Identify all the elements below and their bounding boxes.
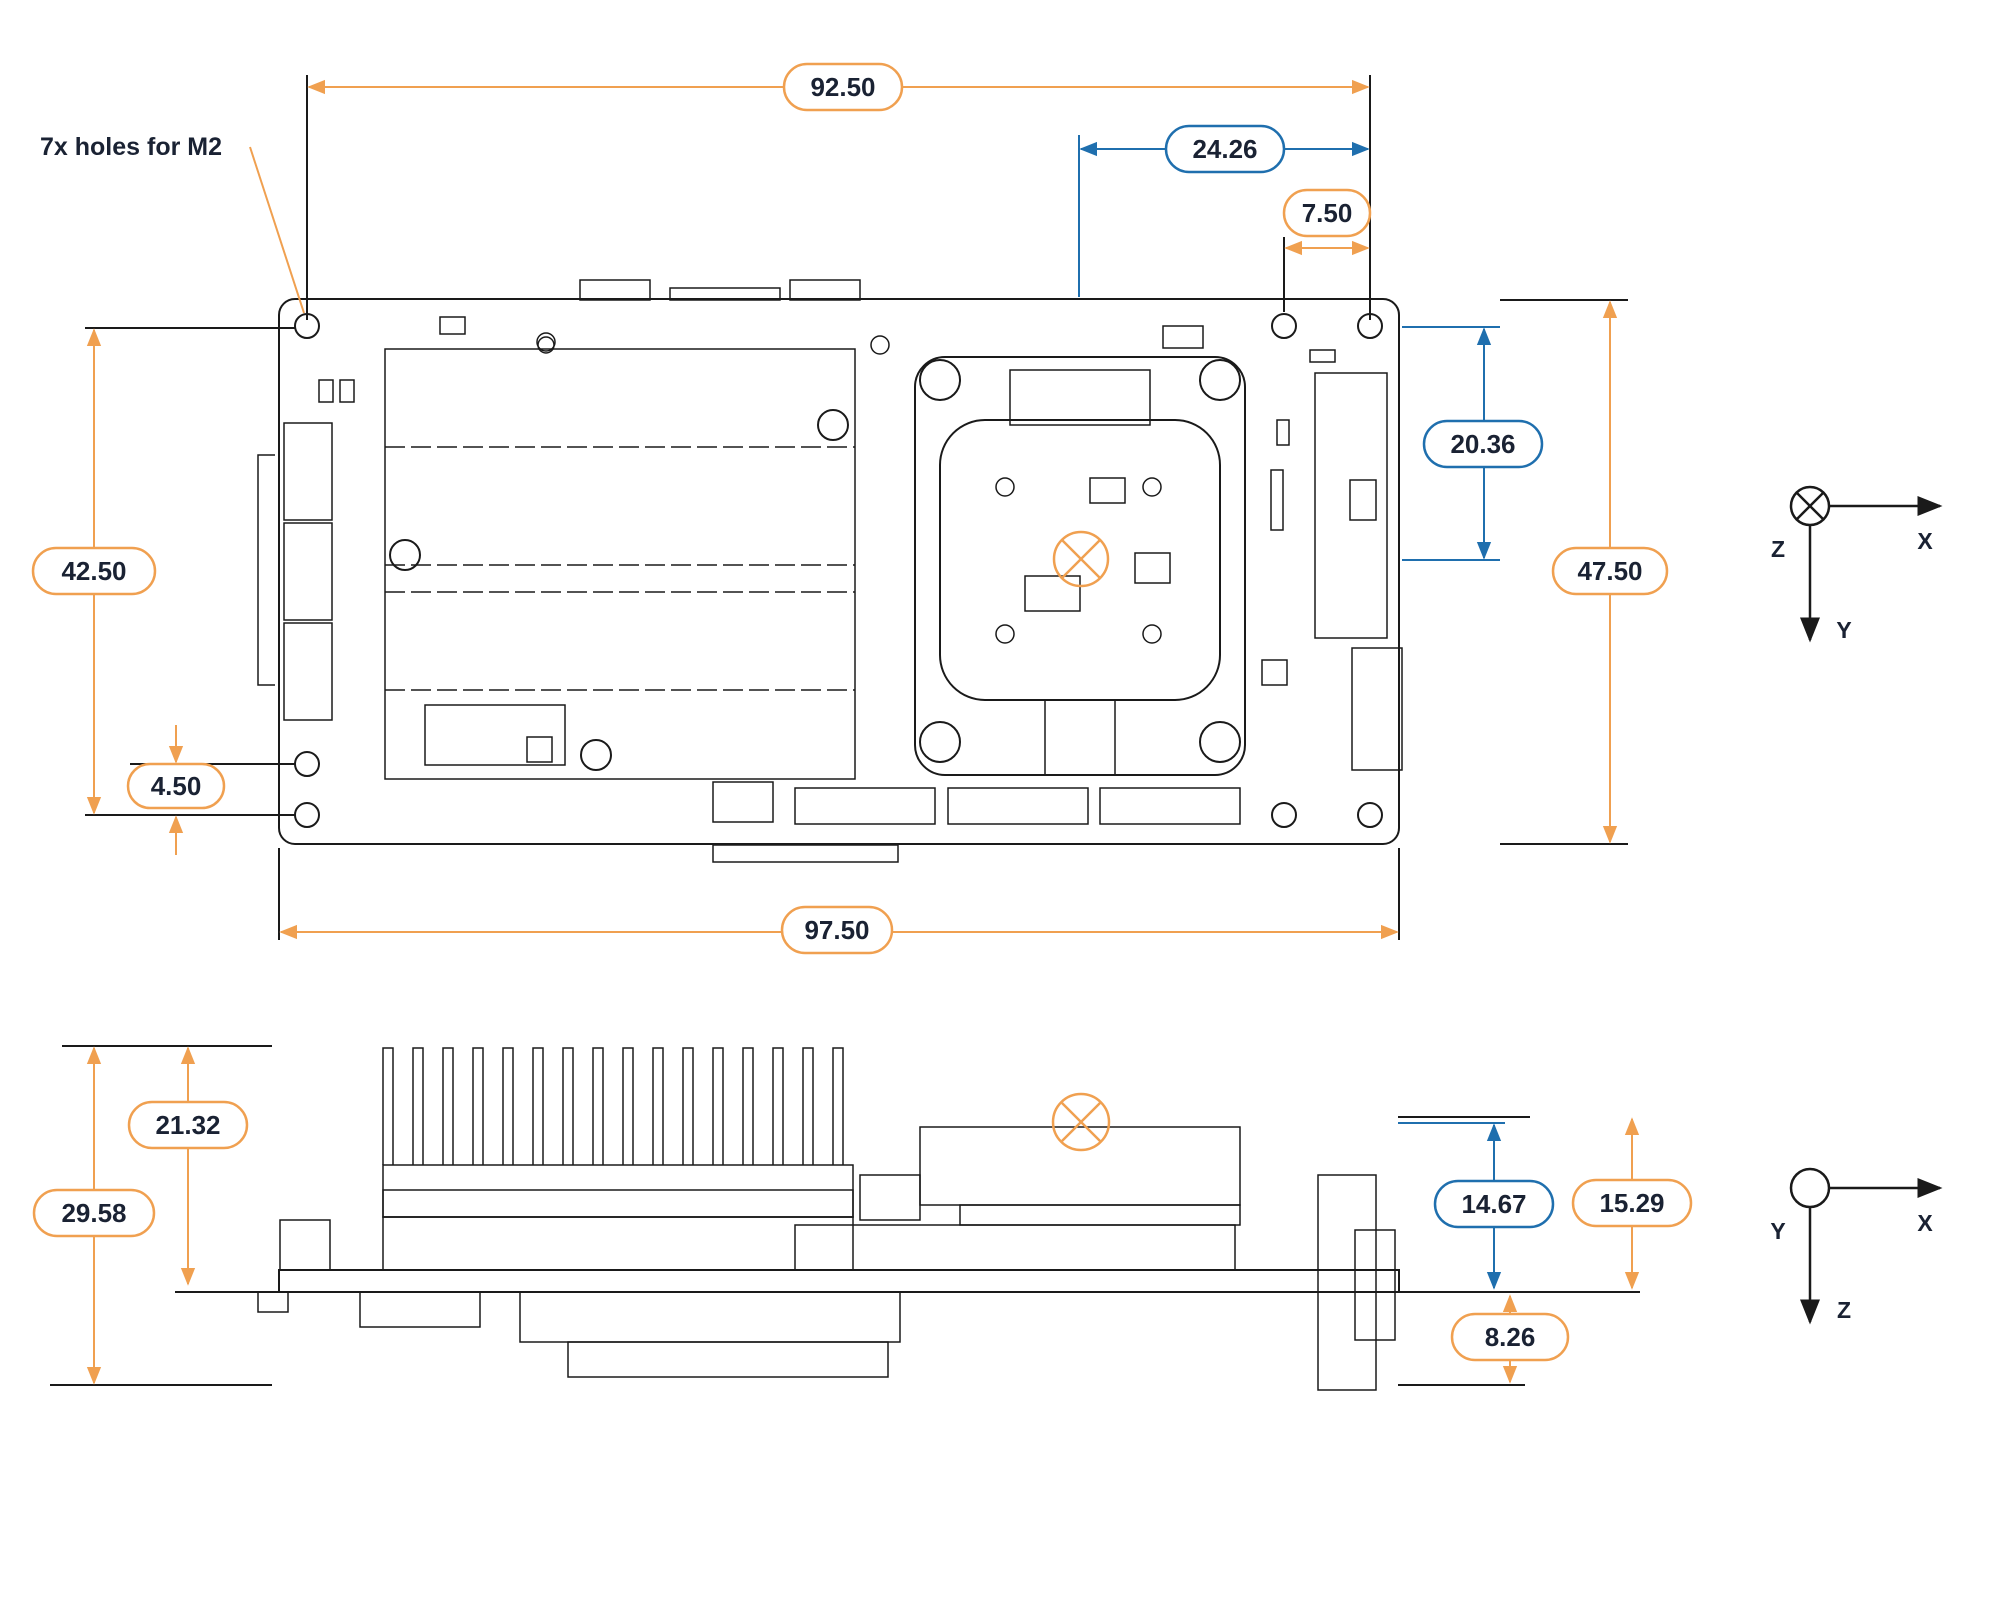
axis-label-z: Z: [1771, 536, 1785, 562]
top-view-board: [257, 279, 1403, 863]
dim-pill-92-50: [782, 62, 904, 112]
dim-pill-15-29: [1571, 1178, 1693, 1228]
side-view-dimensions: [50, 1045, 1640, 1386]
dim-pill-47-50: [1551, 546, 1669, 596]
dim-side-connector: 15.29: [1599, 1188, 1664, 1218]
dim-side-total: 29.58: [61, 1198, 126, 1228]
top-view-dimensions: [85, 75, 1628, 940]
dim-left-height: 42.50: [61, 556, 126, 586]
dim-inner-height: 20.36: [1450, 429, 1515, 459]
axis-label-y: Y: [1836, 617, 1851, 643]
dim-right-offset-a: 24.26: [1192, 134, 1257, 164]
dim-pill-21-32: [127, 1100, 249, 1150]
axis-label-z-side: Z: [1837, 1297, 1851, 1323]
dim-top-width: 92.50: [810, 72, 875, 102]
axis-label-x: X: [1917, 528, 1933, 554]
axis-label-x-side: X: [1917, 1210, 1933, 1236]
mounting-holes: [294, 313, 1383, 828]
axes-top-view: [1789, 485, 1943, 643]
camera-module: [914, 356, 1246, 776]
y-axis-out-icon: [1789, 1167, 1831, 1209]
dim-pill-14-67: [1433, 1179, 1555, 1229]
dim-hole-offset: 4.50: [151, 771, 202, 801]
dim-right-offset-b: 7.50: [1302, 198, 1353, 228]
dim-pill-4-50: [126, 762, 226, 810]
dim-pill-8-26: [1450, 1312, 1570, 1362]
dim-board-width: 97.50: [804, 915, 869, 945]
side-view-board: [257, 1047, 1400, 1391]
dim-pill-29-58: [32, 1188, 156, 1238]
dim-pill-42-50: [31, 546, 157, 596]
imu-origin-icon: [1052, 530, 1110, 588]
dim-side-module: 14.67: [1461, 1189, 1526, 1219]
dim-pill-7-50: [1282, 188, 1372, 238]
dim-side-bottom: 8.26: [1485, 1322, 1536, 1352]
dim-pill-20-36: [1422, 419, 1544, 469]
axes-side-view: [1789, 1167, 1943, 1325]
axis-label-y-side: Y: [1770, 1218, 1785, 1244]
heatsink: [382, 1047, 854, 1218]
dim-board-height: 47.50: [1577, 556, 1642, 586]
dim-side-heatsink: 21.32: [155, 1110, 220, 1140]
holes-annotation: 7x holes for M2: [40, 133, 222, 161]
imu-origin-side-icon: [1051, 1092, 1111, 1152]
dim-pill-97-50: [780, 905, 894, 955]
dim-pill-24-26: [1164, 124, 1286, 174]
